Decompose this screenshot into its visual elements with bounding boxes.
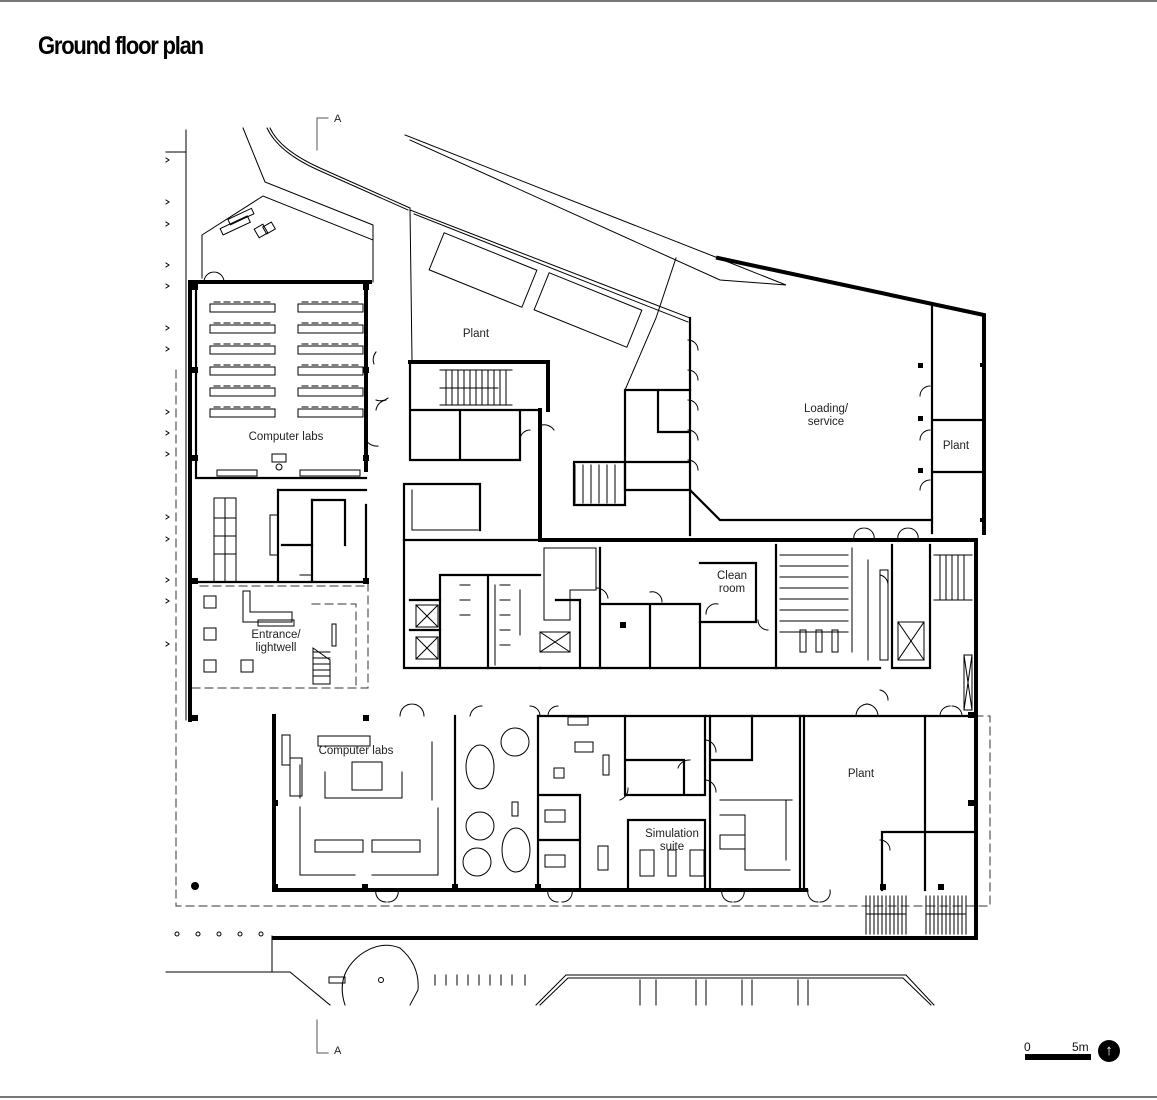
stair-east — [933, 554, 973, 601]
internal-walls — [194, 284, 986, 892]
site-context — [165, 127, 935, 1006]
round-tables — [462, 727, 531, 877]
section-label-bottom: A — [334, 1045, 342, 1057]
bollards-south — [174, 931, 264, 937]
doors — [203, 271, 963, 903]
overhead-outline — [175, 369, 991, 907]
room-label-loading-service: Loading/service — [804, 403, 849, 428]
room-label-computer-labs-south: Computer labs — [319, 745, 394, 757]
tree-feature — [328, 944, 526, 1006]
desks-workstations — [213, 497, 279, 583]
top-rule — [0, 0, 1157, 2]
bollards-west — [165, 157, 170, 647]
equipment-lines — [779, 554, 849, 653]
section-label-top: A — [334, 113, 342, 125]
fixtures — [203, 301, 973, 935]
stair-south-east — [865, 895, 967, 935]
room-label-entrance-lightwell: Entrance/lightwell — [251, 629, 301, 654]
room-label-computer-labs-north: Computer labs — [249, 431, 324, 443]
columns — [191, 284, 984, 890]
external-walls — [188, 255, 986, 940]
room-labels: Computer labsPlantLoading/servicePlantCl… — [249, 328, 970, 853]
north-arrow-icon: ↑ — [1098, 1040, 1120, 1062]
desks-south-lab — [281, 734, 439, 876]
scale-end-label: 5m — [1072, 1040, 1089, 1054]
stair-north — [439, 369, 513, 406]
toilet-cubicles — [459, 584, 521, 666]
stair-loading — [574, 464, 616, 504]
section-marker-top: A — [316, 113, 342, 151]
desks-north-lab — [209, 301, 364, 477]
room-label-plant-north: Plant — [463, 328, 490, 340]
section-marker-bottom: A — [316, 1019, 342, 1057]
scale-bar — [1025, 1054, 1091, 1060]
page-title: Ground floor plan — [38, 32, 204, 60]
entrance-furniture — [203, 590, 337, 685]
bottom-rule — [0, 1096, 1157, 1098]
room-label-plant-east: Plant — [943, 440, 970, 452]
lift-shafts — [415, 604, 973, 711]
outdoor-furniture — [219, 207, 643, 348]
simulation-furniture — [544, 716, 746, 877]
scale-start-label: 0 — [1024, 1040, 1031, 1054]
room-label-plant-south: Plant — [848, 768, 875, 780]
